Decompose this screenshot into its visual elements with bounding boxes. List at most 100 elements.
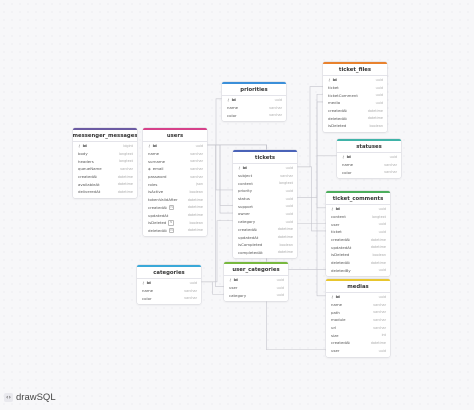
relation-line[interactable] [207,144,233,206]
column-type: datetime [370,260,386,265]
column-name: content [238,180,253,186]
table-title[interactable]: medias [326,279,390,293]
table-title[interactable]: user_categories [224,262,288,276]
relation-line[interactable] [201,281,224,295]
table-title[interactable]: ticket_comments [326,191,390,205]
table-title[interactable]: messenger_messages [73,128,137,142]
table-title[interactable]: categories [137,265,201,279]
column-left: createdAt [238,227,257,232]
relation-line[interactable] [207,144,233,214]
relation-line[interactable] [297,86,323,168]
relation-line[interactable] [207,144,224,287]
column-name: id [332,77,337,83]
relation-line[interactable] [297,166,326,232]
table-title[interactable]: users [143,128,207,142]
table-title[interactable]: tickets [233,150,297,164]
table-title[interactable]: ticket_files [323,62,387,76]
table-title[interactable]: priorities [222,82,286,96]
column-name: roles [148,181,158,187]
table-title[interactable]: statuses [337,139,401,153]
column-left: color [142,296,152,301]
